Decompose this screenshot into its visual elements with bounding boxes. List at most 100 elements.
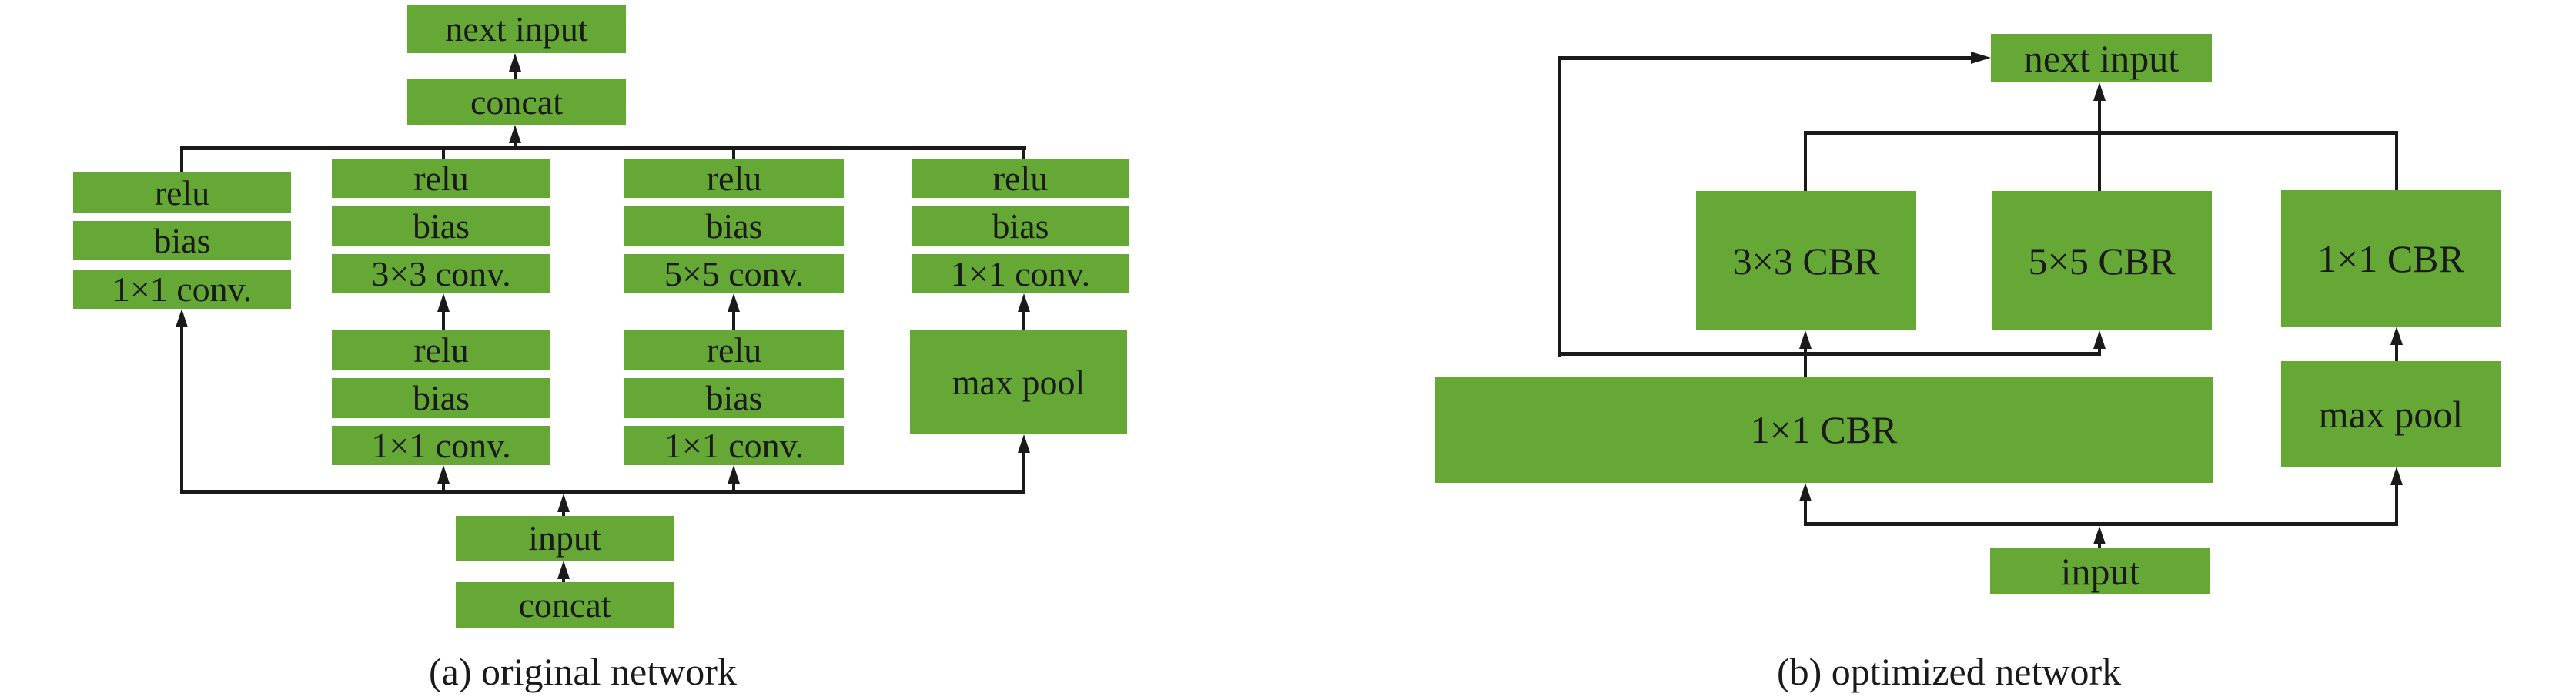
a-branch3-mid-line <box>732 308 735 330</box>
a-branch2-lower-conv1x1-block: 1×1 conv. <box>332 426 550 465</box>
b-arrow-head-icon <box>2093 330 2106 349</box>
b-cbr-1x1-wide-block: 1×1 CBR <box>1435 377 2213 483</box>
block-label: relu <box>154 172 210 213</box>
a-branch2-lower-bias-block: bias <box>332 378 550 418</box>
b-caption: (b) optimized network <box>1777 650 2122 693</box>
a-branch1-bias-block: bias <box>73 221 291 260</box>
a-arrow-concat-to-next-input <box>514 69 517 79</box>
block-label: 1×1 conv. <box>664 425 805 465</box>
a-merge-line <box>180 146 1026 150</box>
b-input-label: input <box>2060 549 2140 593</box>
a-branch4-bias-block: bias <box>912 206 1129 246</box>
block-label: max pool <box>952 362 1086 402</box>
block-label: bias <box>412 378 470 417</box>
block-label: relu <box>706 159 762 198</box>
b-next-input-block: next input <box>1991 34 2212 82</box>
a-branch2-relu-block: relu <box>332 159 550 198</box>
a-branch3-relu-block: relu <box>624 159 844 198</box>
a-branch3-lower-bias-block: bias <box>624 378 844 418</box>
block-label: bias <box>705 206 763 246</box>
b-cbr-1x1-right-block: 1×1 CBR <box>2281 190 2501 327</box>
b-arrow-head-icon <box>2390 467 2403 485</box>
a-branch1-conv-block: 1×1 conv. <box>73 270 291 309</box>
b-cbr-5x5-block: 5×5 CBR <box>1992 191 2212 330</box>
a-branch3-lower-conv1x1-block: 1×1 conv. <box>624 426 844 465</box>
block-label: bias <box>153 220 211 260</box>
block-label: relu <box>413 159 469 198</box>
a-concat-bottom-block: concat <box>456 582 674 628</box>
a-branch1-relu-block: relu <box>73 172 291 213</box>
b-split-to-maxpool-line <box>2395 481 2398 525</box>
block-label: relu <box>413 330 469 370</box>
a-branch3-bias-block: bias <box>624 206 844 246</box>
b-split-to-wide-line <box>1804 497 1807 525</box>
a-arrow-head-icon <box>509 125 521 143</box>
b-skip-left-line <box>1558 56 1561 357</box>
b-arrow-head-right-icon <box>1971 52 1991 64</box>
a-branch3-top-connector <box>732 146 735 159</box>
a-branch3-input-line <box>732 479 735 493</box>
b-skip-top-line <box>1558 56 1972 60</box>
a-concat-top-label: concat <box>470 82 564 122</box>
b-arrow-head-icon <box>1799 483 1812 501</box>
a-arrow-head-icon <box>1018 293 1030 312</box>
b-merge-to-next-input-line <box>2098 99 2101 191</box>
a-arrow-head-icon <box>1018 434 1030 453</box>
b-arrow-head-icon <box>2093 526 2106 544</box>
b-arrow-head-icon <box>2390 327 2403 345</box>
a-branch4-maxpool-block: max pool <box>910 330 1127 434</box>
b-split-line <box>1804 522 2398 526</box>
a-branch4-relu-block: relu <box>912 159 1129 198</box>
b-wide-to-3x3-line <box>1804 343 1807 377</box>
a-split-line <box>180 490 1025 494</box>
b-cbr-1x1-wide-label: 1×1 CBR <box>1750 408 1898 451</box>
block-label: relu <box>992 159 1049 198</box>
b-next-input-label: next input <box>2023 36 2180 80</box>
a-branch3-lower-relu-block: relu <box>624 330 844 370</box>
a-arrow-head-icon <box>728 293 740 312</box>
b-maxpool-block: max pool <box>2281 361 2501 467</box>
a-arrow-head-icon <box>728 465 740 484</box>
b-arrow-head-icon <box>1799 330 1812 349</box>
a-branch1-input-line <box>180 323 183 493</box>
a-branch2-input-line <box>442 479 445 493</box>
a-arrow-merge-to-concat <box>514 139 517 148</box>
a-branch1-top-connector <box>180 146 183 172</box>
a-branch3-conv5x5-block: 5×5 conv. <box>624 254 844 293</box>
a-concat-bottom-label: concat <box>518 584 611 625</box>
a-branch4-top-connector <box>1022 146 1025 159</box>
b-cbr-3x3-block: 3×3 CBR <box>1696 191 1916 330</box>
b-merge-line <box>1804 131 2398 135</box>
b-skip-bottom-line <box>1558 352 2101 356</box>
block-label: 3×3 conv. <box>371 253 511 293</box>
a-arrow-head-icon <box>509 53 521 72</box>
a-arrow-head-icon <box>557 561 570 579</box>
block-label: bias <box>412 206 470 246</box>
a-arrow-head-icon <box>176 309 188 327</box>
a-branch2-top-connector <box>442 146 445 159</box>
a-branch4-input-line <box>1022 448 1025 493</box>
a-input-label: input <box>528 518 601 558</box>
b-input-block: input <box>1990 548 2210 594</box>
block-label: 1×1 conv. <box>950 253 1091 293</box>
a-arrow-head-icon <box>437 293 450 312</box>
block-label: 5×5 conv. <box>664 253 805 293</box>
a-branch2-lower-relu-block: relu <box>332 330 550 370</box>
a-next-input-block: next input <box>407 5 626 53</box>
b-1x1-top-connector <box>2395 131 2398 190</box>
a-input-block: input <box>456 516 674 561</box>
block-label: bias <box>992 206 1049 246</box>
a-branch2-bias-block: bias <box>332 206 550 246</box>
block-label: relu <box>706 330 762 370</box>
a-branch4-mid-line <box>1022 308 1025 330</box>
block-label: bias <box>705 378 763 417</box>
a-caption: (a) original network <box>429 650 737 693</box>
b-cbr-3x3-label: 3×3 CBR <box>1732 239 1880 283</box>
a-branch2-conv3x3-block: 3×3 conv. <box>332 254 550 293</box>
b-arrow-head-icon <box>2093 82 2106 101</box>
b-maxpool-label: max pool <box>2318 392 2464 436</box>
a-arrow-head-icon <box>557 494 570 512</box>
a-concat-top-block: concat <box>407 79 626 125</box>
b-cbr-5x5-label: 5×5 CBR <box>2028 239 2176 283</box>
block-label: 1×1 conv. <box>112 269 253 309</box>
